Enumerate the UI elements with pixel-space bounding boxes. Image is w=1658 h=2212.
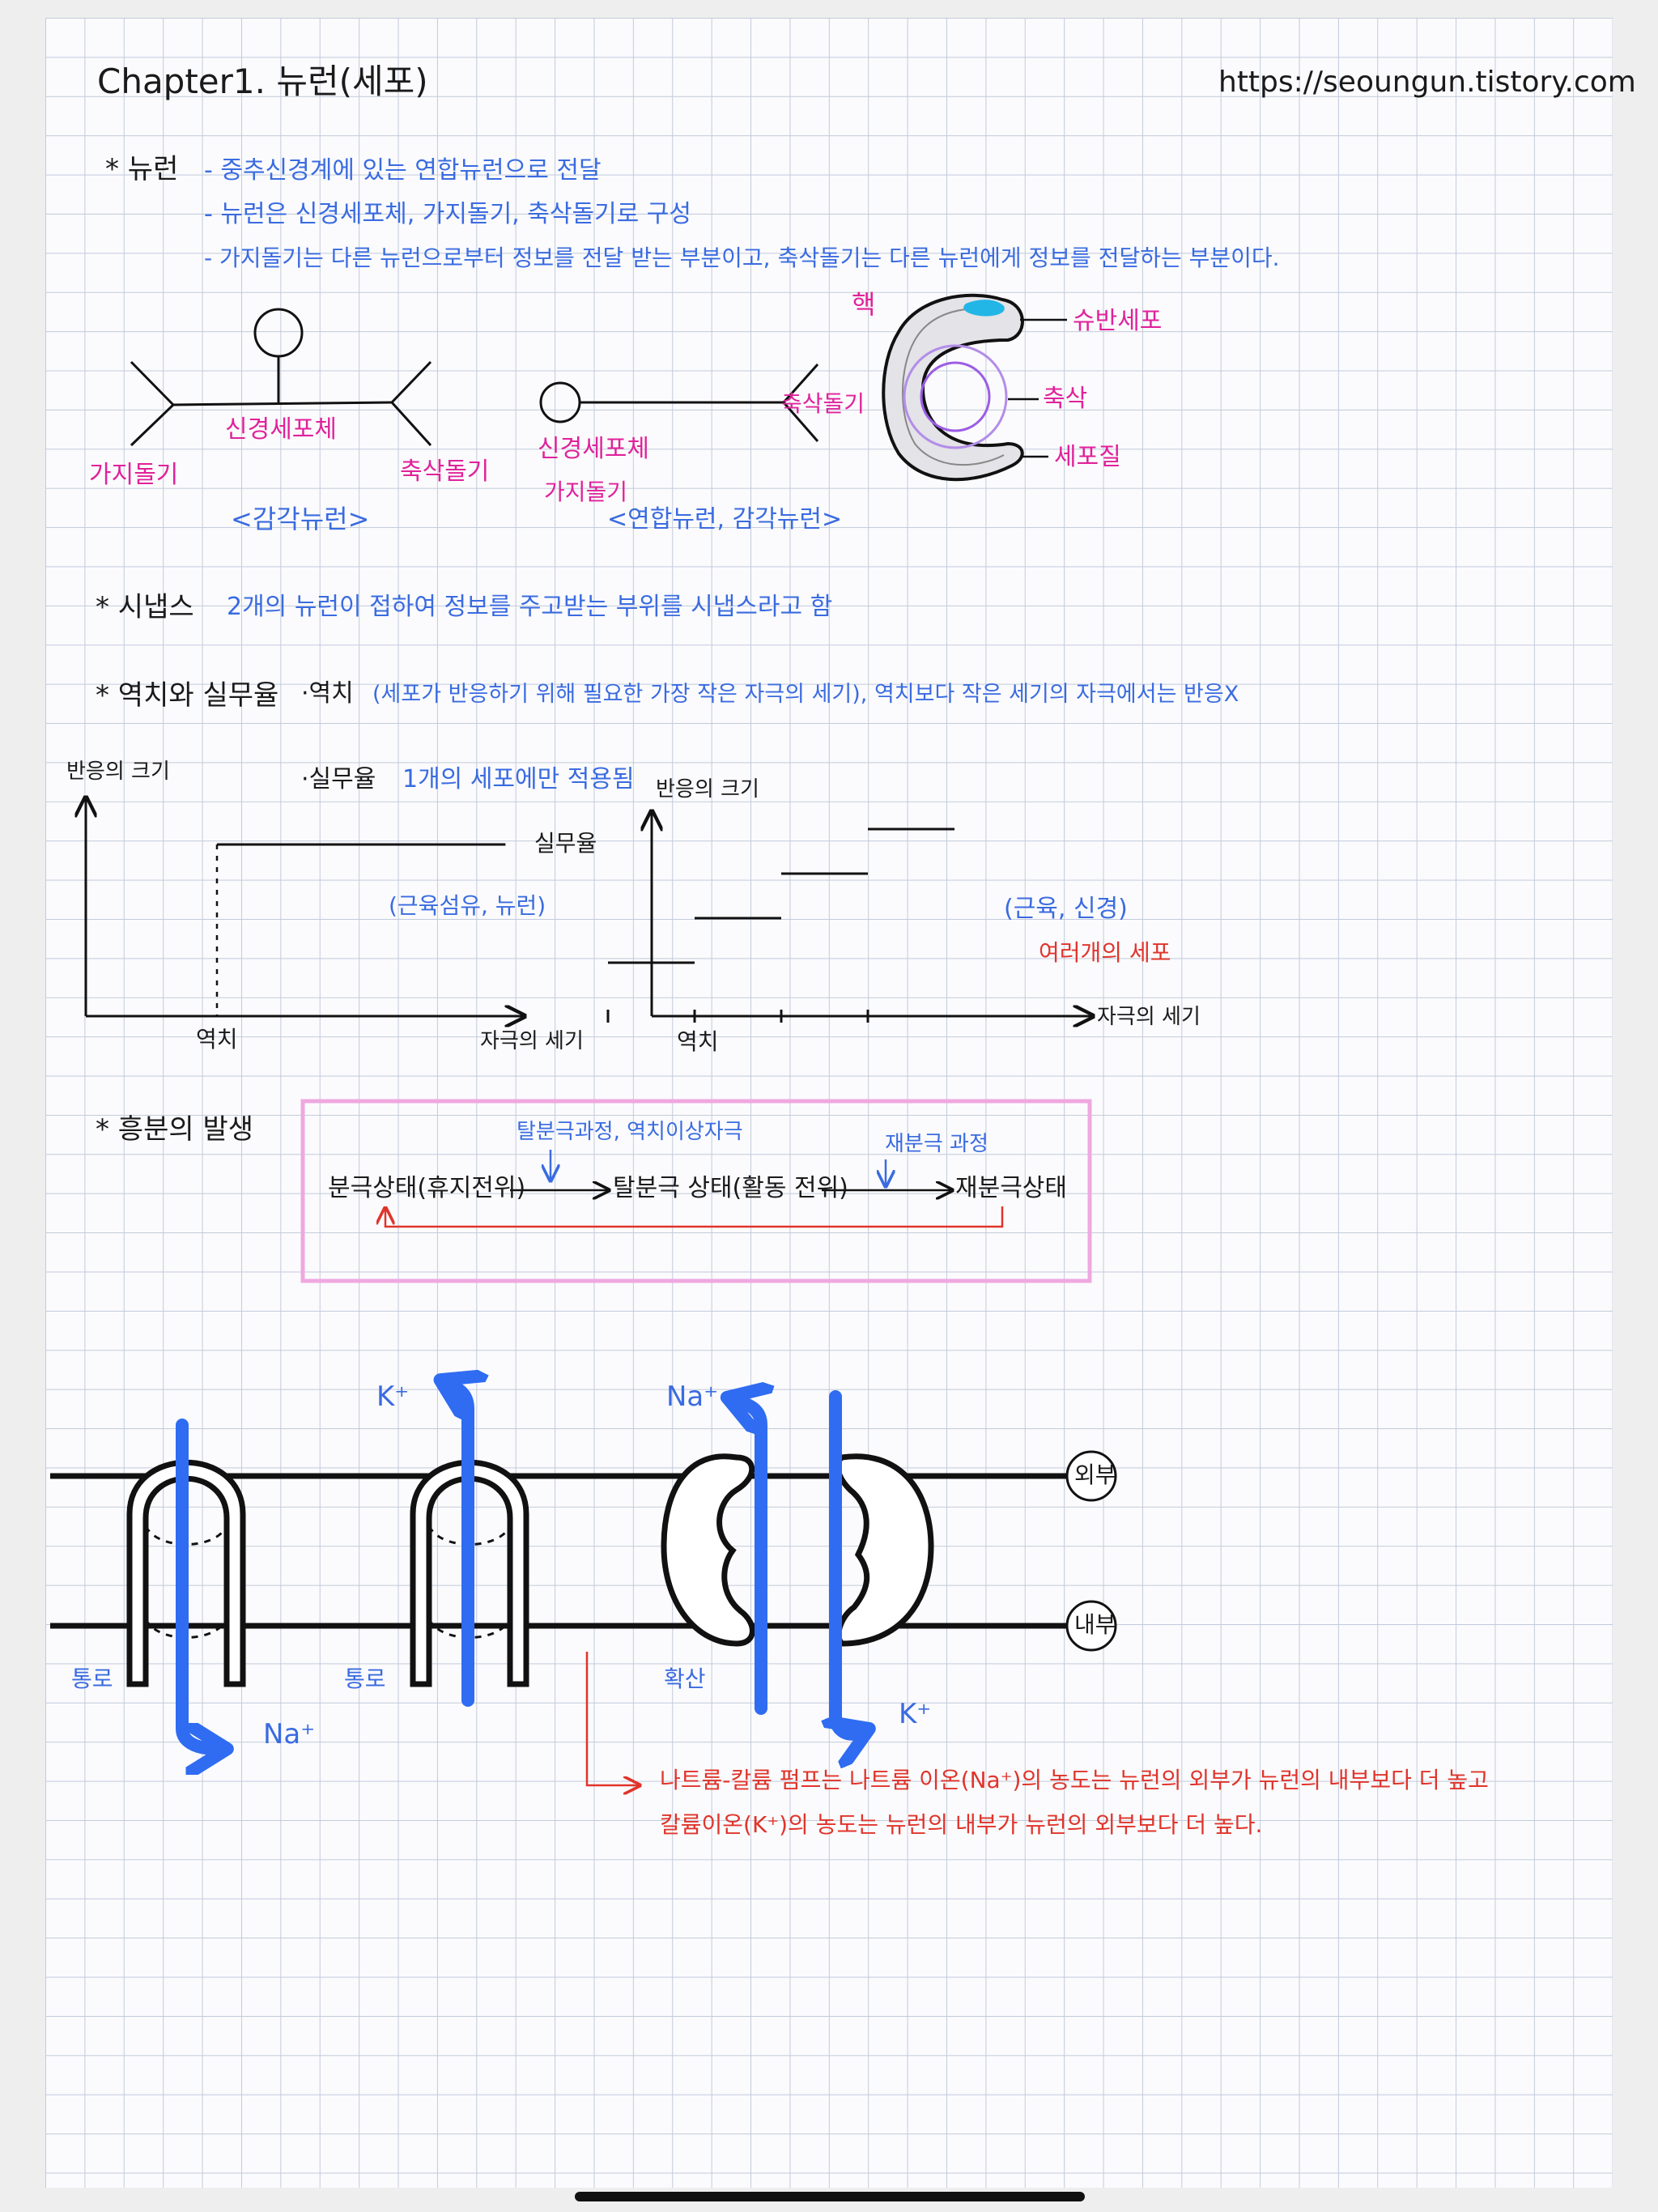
neuron-heading: * 뉴런 [105,153,179,185]
sensory-neuron-diagram [130,308,432,447]
na-label-2: Na⁺ [666,1380,719,1413]
d3-schwann-label: 슈반세포 [1073,307,1163,335]
chart1-line-label: 실무율 [534,830,597,857]
chart-multi-cell [606,811,1093,1023]
d1-cell-body-label: 신경세포체 [225,415,337,444]
k-label-2: K⁺ [899,1698,932,1730]
na-label-1: Na⁺ [263,1718,316,1750]
k-efflux-arrow-1 [449,1385,468,1707]
excitation-heading: * 흥분의 발생 [96,1113,254,1146]
pump-description-line-2: 칼륨이온(K⁺)의 농도는 뉴런의 내부가 뉴런의 외부보다 더 높다. [660,1811,1263,1838]
chart1-ylabel: 반응의 크기 [66,759,170,784]
d1-axon-label: 축삭돌기 [400,457,490,486]
all-or-none-label: ·실무율 [301,765,376,793]
ion-arrows [176,1385,860,1749]
page-title: Chapter1. 뉴런(세포) [97,62,428,101]
all-or-none-text: 1개의 세포에만 적용됨 [402,765,635,793]
d2-caption: <연합뉴런, 감각뉴런> [607,505,843,534]
chart2-annotation: (근육, 신경) [1004,895,1128,923]
axon-cross-section [882,293,1067,482]
excitation-state-2: 탈분극 상태(활동 전위) [613,1174,848,1202]
channel-1 [126,1459,246,1687]
d1-caption: <감각뉴런> [231,504,370,534]
excitation-box [300,1099,1092,1283]
d2-cell-body-label: 신경세포체 [538,435,649,463]
membrane-diagram [50,1385,1117,1785]
d3-axon-label: 축삭 [1043,385,1088,413]
d1-dendrite-label: 가지돌기 [89,461,179,489]
synapse-heading: * 시냅스 [96,591,194,623]
chart2-ylabel: 반응의 크기 [656,777,759,802]
home-indicator [575,2192,1085,2201]
threshold-text: (세포가 반응하기 위해 필요한 가장 작은 자극의 세기), 역치보다 작은 … [372,682,1239,707]
neuron-line-1: - 중추신경계에 있는 연합뉴런으로 전달 [204,156,602,185]
d3-cytoplasm-label: 세포질 [1054,443,1121,471]
chart1-annotation: (근육섬유, 뉴런) [389,892,546,919]
channel-2 [410,1459,529,1687]
synapse-text: 2개의 뉴런이 접하여 정보를 주고받는 부위를 시냅스라고 함 [227,593,833,621]
chart-all-or-none [86,798,525,1016]
excitation-arrow-label-1: 탈분극과정, 역치이상자극 [517,1120,743,1144]
excitation-state-3: 재분극상태 [955,1174,1067,1202]
na-efflux-pump-arrow [737,1401,761,1715]
excitation-state-1: 분극상태(휴지전위) [328,1174,526,1202]
interneuron-diagram [539,364,819,442]
threshold-heading: * 역치와 실무율 [96,679,279,712]
d3-nucleus-label: 핵 [852,289,876,320]
excitation-arrow-label-2: 재분극 과정 [885,1132,988,1156]
d2-axon-label: 축삭돌기 [781,390,865,417]
sodium-potassium-pump [661,1453,934,1647]
blog-url[interactable]: https://seoungun.tistory.com [1218,66,1636,99]
chart2-xlabel: 자극의 세기 [1097,1005,1201,1029]
diffusion-label: 확산 [664,1665,706,1692]
channel-label-1: 통로 [71,1665,113,1692]
chart2-xtick: 역치 [677,1028,719,1055]
d2-dendrite-label: 가지돌기 [544,479,628,505]
inside-label: 내부 [1074,1611,1116,1638]
outside-label: 외부 [1074,1461,1116,1488]
pump-description-line-1: 나트륨-칼륨 펌프는 나트륨 이온(Na⁺)의 농도는 뉴런의 외부가 뉴런의 … [660,1767,1489,1793]
chart1-xtick: 역치 [196,1026,238,1053]
channel-label-2: 통로 [344,1665,386,1692]
k-influx-pump-arrow [835,1390,860,1734]
neuron-line-3: - 가지돌기는 다른 뉴런으로부터 정보를 전달 받는 부분이고, 축삭돌기는 … [204,245,1280,271]
threshold-label: ·역치 [301,679,354,708]
chart1-xlabel: 자극의 세기 [480,1029,584,1053]
chart2-note: 여러개의 세포 [1039,939,1171,966]
na-influx-arrow-1 [176,1419,217,1749]
neuron-line-2: - 뉴런은 신경세포체, 가지돌기, 축삭돌기로 구성 [204,200,691,228]
k-label-1: K⁺ [376,1380,410,1413]
